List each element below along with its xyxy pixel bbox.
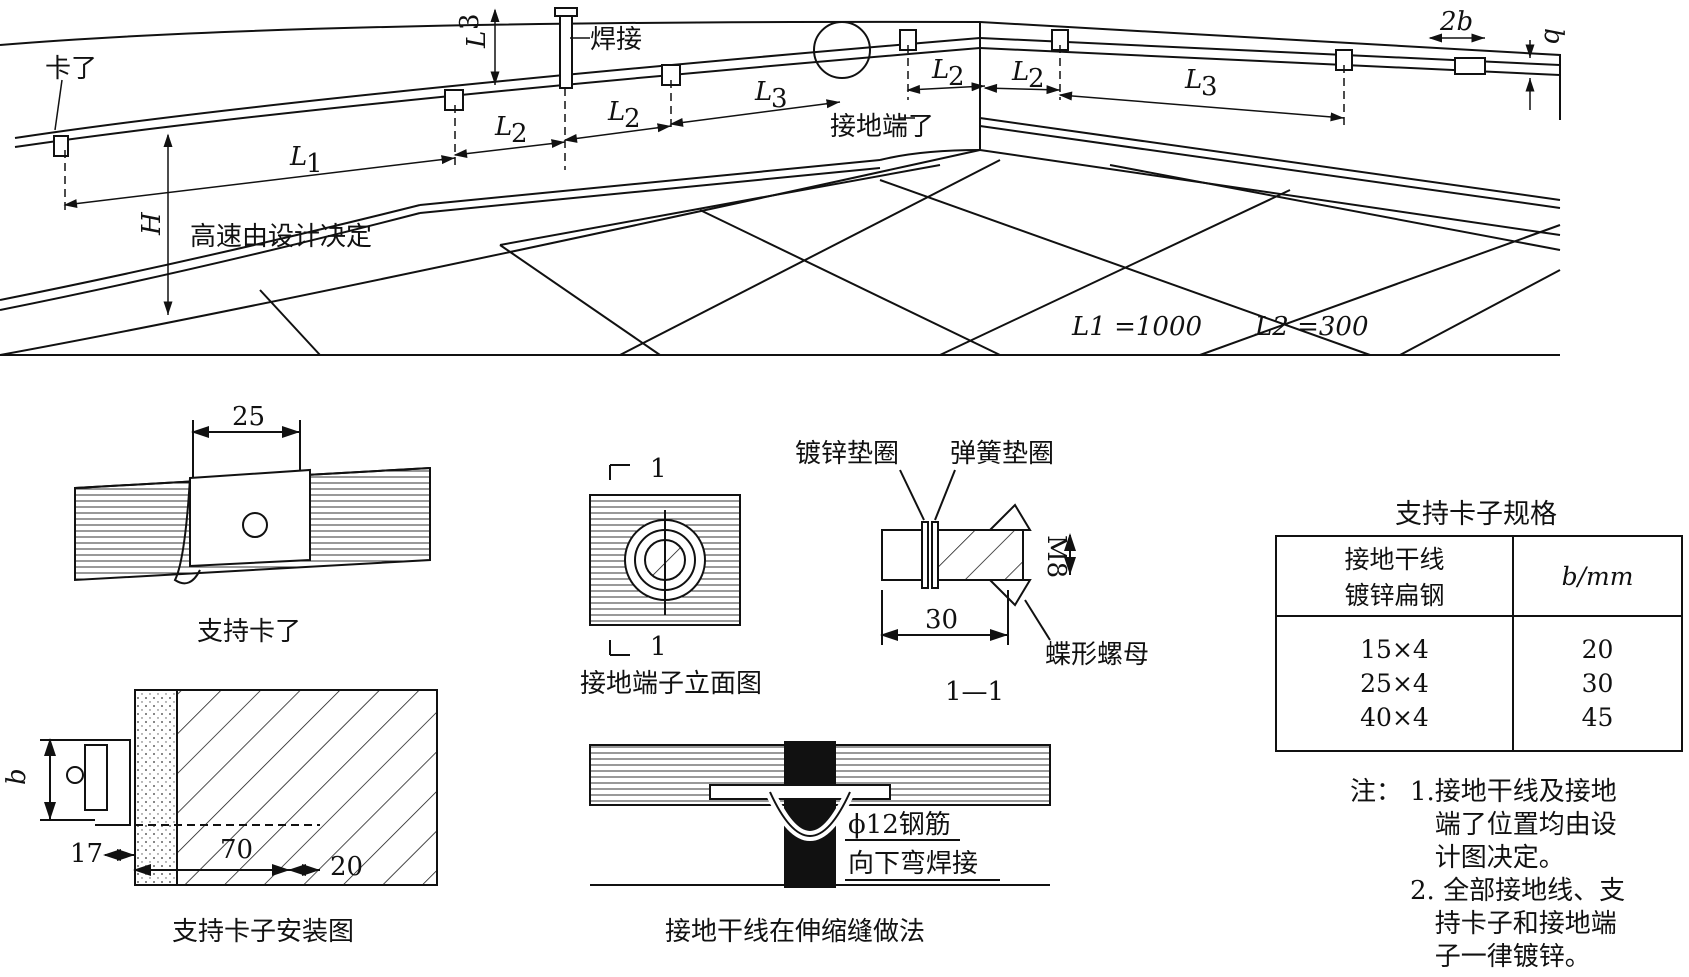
spring-washer-label: 弹簧垫圈 xyxy=(950,439,1054,469)
svg-text:3: 3 xyxy=(455,13,485,30)
install-detail xyxy=(40,689,438,886)
section-mark-bottom: 1 xyxy=(650,632,667,662)
weld-down-label: 向下弯焊接 xyxy=(848,849,978,879)
extension-lines xyxy=(64,45,1345,215)
legend-l1: L1 =1000 xyxy=(1071,312,1202,342)
b-cell: 20 30 45 xyxy=(1512,615,1683,752)
note-line: 1.接地干线及接地 xyxy=(1410,777,1617,807)
section-dim-30: 30 xyxy=(925,605,958,635)
svg-text:2: 2 xyxy=(624,104,641,134)
note-line: 子一律镀锌。 xyxy=(1410,942,1591,972)
weld-stub xyxy=(554,7,578,89)
section-caption: 1—1 xyxy=(945,677,1004,707)
rebar-label: ϕ12钢筋 xyxy=(848,810,951,840)
svg-text:L: L xyxy=(1011,57,1029,87)
svg-text:L: L xyxy=(289,142,307,172)
galv-washer-label: 镀锌垫圈 xyxy=(795,439,899,469)
svg-text:1: 1 xyxy=(306,149,323,179)
legend-l2: L2 =300 xyxy=(1254,312,1368,342)
ground-bar-left-lower xyxy=(14,47,981,148)
clip-caption: 支持卡了 xyxy=(197,617,301,647)
dim-l2-a: L 2 xyxy=(494,112,528,149)
svg-text:L: L xyxy=(754,77,772,107)
m8-label: M8 xyxy=(1041,535,1071,578)
spec-table-title: 支持卡子规格 xyxy=(1395,499,1557,530)
install-caption: 支持卡子安装图 xyxy=(172,917,354,947)
clip-mark xyxy=(53,135,69,157)
perspective-view xyxy=(0,20,1561,356)
install-dim-b: b xyxy=(2,768,32,785)
install-dim-20: 20 xyxy=(330,852,363,882)
svg-text:2: 2 xyxy=(948,62,965,92)
terminal-caption: 接地端子立面图 xyxy=(580,669,762,699)
install-dim-70: 70 xyxy=(220,835,253,865)
joint-caption: 接地干线在伸缩缝做法 xyxy=(665,917,925,947)
svg-text:2: 2 xyxy=(511,119,528,149)
dim-h: H xyxy=(137,211,167,236)
size-cell: 15×4 25×4 40×4 xyxy=(1275,615,1514,752)
svg-text:L: L xyxy=(931,55,949,85)
header-right: b/mm xyxy=(1512,535,1683,617)
dimension-lines xyxy=(54,8,1535,315)
dim-l3-b: L 3 xyxy=(1184,65,1218,102)
clip-mark xyxy=(1454,57,1486,75)
svg-text:2: 2 xyxy=(1028,64,1045,94)
clip-mark xyxy=(444,89,464,111)
dim-l1: L 1 xyxy=(289,142,323,179)
svg-text:L: L xyxy=(1184,65,1202,95)
notes-prefix: 注： xyxy=(1350,777,1403,807)
ground-terminal-label: 接地端了 xyxy=(830,112,934,142)
svg-text:L: L xyxy=(462,31,492,49)
dim-b-top: b xyxy=(1538,28,1568,45)
note-line: 2. 全部接地线、支 xyxy=(1410,876,1626,906)
terminal-elevation xyxy=(589,464,741,656)
joint-detail xyxy=(589,741,1051,888)
table-header-row: 接地干线 镀锌扁钢 b/mm xyxy=(1275,535,1683,617)
section-mark-top: 1 xyxy=(650,454,667,484)
notes: 注： 1.接地干线及接地 端了位置均由设 计图决定。 2. 全部接地线、支 持卡… xyxy=(1350,776,1680,974)
svg-text:L: L xyxy=(494,112,512,142)
clip-detail xyxy=(74,420,431,585)
svg-text:L: L xyxy=(607,97,625,127)
height-note-label: 高速由设计决定 xyxy=(190,222,372,252)
dim-l3-c: L 3 xyxy=(455,13,492,49)
install-dim-17: 17 xyxy=(70,839,103,869)
table-row: 15×4 25×4 40×4 20 30 45 xyxy=(1275,615,1683,752)
header-left: 接地干线 镀锌扁钢 xyxy=(1275,535,1514,617)
clip-end-label: 卡了 xyxy=(45,54,97,84)
svg-text:3: 3 xyxy=(1201,72,1218,102)
section-detail xyxy=(880,469,1076,645)
spec-table: 接地干线 镀锌扁钢 b/mm 15×4 25×4 40×4 20 30 45 xyxy=(1275,535,1683,752)
note-line: 计图决定。 xyxy=(1410,843,1565,873)
ground-terminal-circle xyxy=(813,21,871,79)
note-line: 持卡子和接地端 xyxy=(1410,909,1617,939)
note-line: 端了位置均由设 xyxy=(1410,810,1617,840)
svg-text:3: 3 xyxy=(771,84,788,114)
dim-l3-a: L 3 xyxy=(754,77,788,114)
dim-l2-d: L 2 xyxy=(1011,57,1045,94)
ground-bar-left-upper xyxy=(14,37,981,139)
dim-2b: 2b xyxy=(1439,7,1473,37)
weld-label: 焊接 xyxy=(590,25,642,55)
dim-l2-b: L 2 xyxy=(607,97,641,134)
clip-dim-25: 25 xyxy=(232,402,265,432)
dim-l2-c: L 2 xyxy=(931,55,965,92)
wing-nut-label: 蝶形螺母 xyxy=(1045,640,1149,670)
